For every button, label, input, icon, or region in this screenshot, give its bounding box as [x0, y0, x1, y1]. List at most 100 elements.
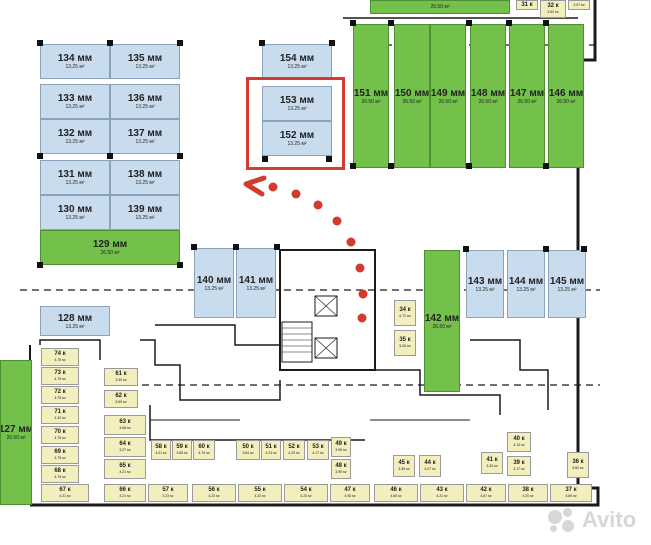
pillar [177, 262, 183, 268]
space-label: 151 мм [353, 87, 389, 99]
space-label: 130 мм [57, 204, 93, 215]
storage-label: 32 к [547, 3, 559, 9]
space-area: 26.50 м² [432, 323, 452, 330]
space-area: 13.25 м² [65, 215, 85, 221]
space-area: 13.25 м² [246, 285, 266, 292]
space-area: 13.25 м² [65, 104, 85, 110]
storage-label: 72 к [54, 389, 66, 395]
space-label: 127 мм [0, 424, 32, 435]
storage-31-neighbor[interactable]: 3.07 м² [568, 0, 590, 10]
storage-area: 4.13 м² [513, 443, 525, 447]
storage-label: 36 к [572, 459, 584, 465]
parking-space-top[interactable]: 26.50 м² [370, 0, 510, 14]
pillar [329, 40, 335, 46]
space-label: 143 мм [467, 275, 503, 287]
space-label: 131 мм [57, 169, 93, 180]
space-area: 13.25 м² [204, 285, 224, 292]
storage-label: 35 к [399, 337, 411, 343]
storage-area: 4.75 м² [54, 396, 66, 400]
storage-area: 4.75 м² [54, 358, 66, 362]
space-area: 26.50 м² [100, 250, 120, 256]
storage-area: 4.23 м² [265, 451, 277, 455]
storage-31[interactable]: 31 к [516, 0, 538, 10]
storage-label: 55 к [254, 487, 266, 493]
storage-area: 3.23 м² [162, 494, 174, 498]
pillar [388, 20, 394, 26]
pillar [463, 246, 469, 252]
storage-label: 57 к [162, 487, 174, 493]
storage-label: 43 к [436, 487, 448, 493]
